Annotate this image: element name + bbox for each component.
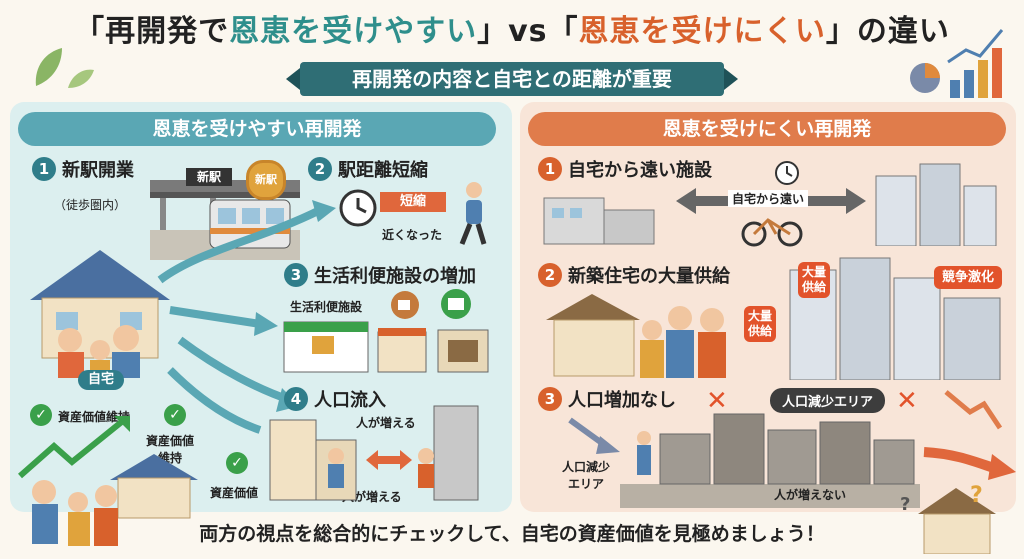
house-and-family xyxy=(546,294,726,378)
item-note: （徒歩圏内） xyxy=(54,198,127,212)
declining-area-badge: 人口減少エリア xyxy=(770,388,886,413)
bottom-message: 両方の視点を総合的にチェックして、自宅の資産価値を見極めましょう！ xyxy=(199,523,825,545)
competition-badge: 競争激化 xyxy=(934,266,1003,289)
title-highlight-nobenefit: 恩恵を受けにくい xyxy=(578,14,826,49)
benefit-header-text: 恩恵を受けやすい再開発 xyxy=(152,118,362,140)
check-label: 資産価値 xyxy=(210,486,259,500)
benefit-header: 恩恵を受けやすい再開発 xyxy=(18,112,496,146)
bicycle-icon xyxy=(741,218,803,247)
item-number: 3 xyxy=(284,263,308,287)
item-caption: 人が増えない xyxy=(774,488,847,502)
item-caption: 近くなった xyxy=(382,228,443,242)
coffee-icon xyxy=(391,291,419,319)
item-caption: 生活利便施設 xyxy=(290,300,363,314)
item-number: 2 xyxy=(308,157,332,181)
title-part: 「再開発で xyxy=(74,14,230,49)
item-number: 1 xyxy=(32,157,56,181)
high-rise-buildings xyxy=(875,163,997,246)
title-highlight-benefit: 恩恵を受けやすい xyxy=(229,14,478,49)
item-caption: 人が増える xyxy=(356,416,416,430)
item-number: 1 xyxy=(538,157,562,181)
item-title: 新駅開業 xyxy=(62,160,134,181)
clock-icon xyxy=(339,189,377,227)
arrow-icon xyxy=(923,447,1016,480)
new-station-badge: 新駅 xyxy=(246,160,286,200)
declining-area-label: 人口減少 エリア xyxy=(562,460,611,491)
arrow-icon xyxy=(568,417,620,454)
item-title: 生活利便施設の増加 xyxy=(314,266,476,287)
svg-text:?: ? xyxy=(970,483,983,508)
item-number: 3 xyxy=(538,387,562,411)
home-label: 自宅 xyxy=(78,370,124,390)
declining-town-illustration xyxy=(620,413,920,508)
benefit-item-2: 2 駅距離短縮 xyxy=(308,156,428,182)
item-title: 人口流入 xyxy=(314,390,386,411)
x-mark-icon: ✕ xyxy=(706,386,728,416)
title-part: 」の違い xyxy=(825,14,950,49)
leaf-icon xyxy=(35,48,94,88)
x-mark-icon: ✕ xyxy=(896,386,918,416)
arrow-icon xyxy=(944,390,1003,430)
station-sign: 新駅 xyxy=(186,168,232,186)
nobenefit-header-text: 恩恵を受けにくい再開発 xyxy=(662,118,872,140)
item-title: 新築住宅の大量供給 xyxy=(568,266,730,287)
pie-chart-icon xyxy=(910,63,940,93)
subtitle-ribbon: 再開発の内容と自宅との距離が重要 xyxy=(286,62,738,96)
title-part: 」vs「 xyxy=(477,14,579,49)
home-illustration xyxy=(30,250,170,378)
benefit-item-3: 3 生活利便施設の増加 xyxy=(284,262,476,288)
nobenefit-header: 恩恵を受けにくい再開発 xyxy=(528,112,1006,146)
check-icon: ✓ xyxy=(164,404,186,426)
bar-chart-icon xyxy=(947,29,1004,98)
population-inflow-illustration xyxy=(269,405,479,501)
svg-text:?: ? xyxy=(900,494,910,515)
far-arrow-label: 自宅から遠い xyxy=(728,190,809,207)
distant-facility-building xyxy=(543,197,655,245)
item-title: 人口増加なし xyxy=(568,390,676,411)
item-title: 駅距離短縮 xyxy=(338,160,428,181)
book-icon xyxy=(441,289,471,319)
check-icon: ✓ xyxy=(226,452,248,474)
benefit-item-4: 4 人口流入 xyxy=(284,386,386,412)
walking-person xyxy=(459,182,487,245)
clock-icon xyxy=(775,161,799,185)
item-number: 2 xyxy=(538,263,562,287)
item-number: 4 xyxy=(284,387,308,411)
shorten-arrow: 短縮 xyxy=(380,192,446,212)
subtitle-text: 再開発の内容と自宅との距離が重要 xyxy=(352,67,672,91)
mass-supply-badge: 大量 供給 xyxy=(744,306,777,342)
growth-arrow-illustration xyxy=(18,416,198,546)
check-icon: ✓ xyxy=(30,404,52,426)
nobenefit-item-3: 3 人口増加なし xyxy=(538,386,676,412)
benefit-item-1: 1 新駅開業 xyxy=(32,156,134,182)
mass-supply-badge: 大量 供給 xyxy=(798,262,831,298)
question-house-illustration: ? ? xyxy=(900,483,996,554)
item-caption: 人が増える xyxy=(342,490,402,504)
page-title: 「再開発で恩恵を受けやすい」vs「恩恵を受けにくい」の違い xyxy=(0,6,1024,50)
shops-illustration xyxy=(283,321,489,373)
nobenefit-item-1: 1 自宅から遠い施設 xyxy=(538,156,712,182)
item-title: 自宅から遠い施設 xyxy=(568,160,712,181)
check-label: 資産価値維持 xyxy=(58,410,131,424)
nobenefit-item-2: 2 新築住宅の大量供給 xyxy=(538,262,730,288)
